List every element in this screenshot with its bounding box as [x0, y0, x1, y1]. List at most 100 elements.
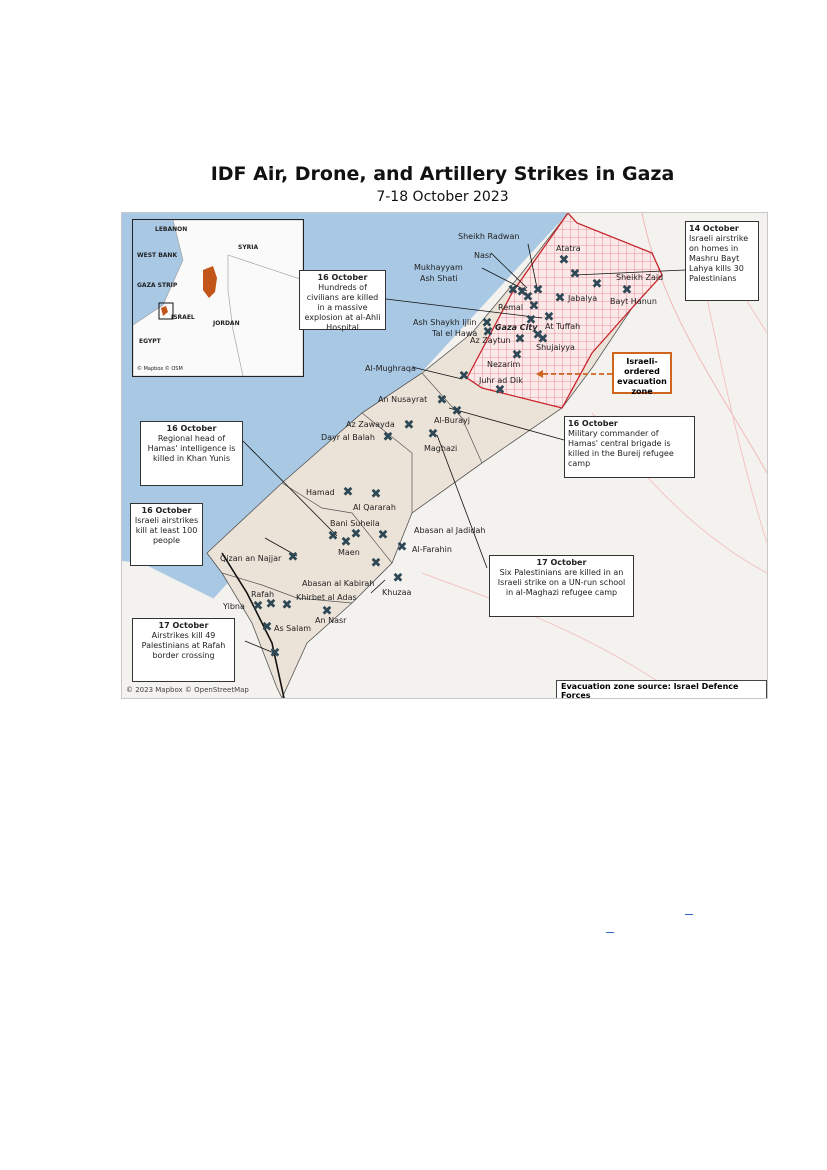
- place-label: Jabalya: [568, 294, 598, 303]
- strike-x-icon[interactable]: ✖: [532, 283, 544, 298]
- strike-x-icon[interactable]: ✖: [370, 556, 382, 571]
- place-label: Sheikh Radwan: [458, 232, 520, 241]
- strike-x-icon[interactable]: ✖: [436, 393, 448, 408]
- leader-lines: [242, 243, 686, 654]
- place-label: Mukhayyam: [414, 263, 463, 272]
- strike-x-icon[interactable]: ✖: [265, 597, 277, 612]
- callout-oct16-bureij: 16 October Military commander of Hamas' …: [564, 416, 695, 478]
- strike-x-icon[interactable]: ✖: [327, 529, 339, 544]
- inset-label-west-bank: WEST BANK: [137, 252, 178, 259]
- footnote-link[interactable]: [606, 932, 614, 933]
- place-label: Shujaiyya: [536, 343, 575, 352]
- strike-x-icon[interactable]: ✖: [528, 299, 540, 314]
- place-label-gaza-city: Gaza City: [495, 323, 538, 332]
- place-label: Atatra: [556, 244, 581, 253]
- strike-x-icon[interactable]: ✖: [481, 316, 493, 331]
- place-label: Bani Suheila: [330, 519, 380, 528]
- place-label: Bayt Hanun: [610, 297, 657, 306]
- callout-oct16-ahli: 16 October Hundreds of civilians are kil…: [299, 270, 386, 332]
- place-label: Khirbet al Adas: [296, 593, 357, 602]
- strike-x-icon[interactable]: ✖: [281, 598, 293, 613]
- strike-x-icon[interactable]: ✖: [554, 291, 566, 306]
- strike-x-icon[interactable]: ✖: [621, 283, 633, 298]
- place-label: Qizan an Najjar: [220, 554, 282, 563]
- strike-x-icon[interactable]: ✖: [569, 267, 581, 282]
- callout-text: Regional head of Hamas' intelligence is …: [147, 434, 236, 463]
- place-label: Abasan al Jadidah: [414, 526, 486, 535]
- callout-text: Six Palestinians are killed in an Israel…: [497, 568, 626, 597]
- strike-x-icon[interactable]: ✖: [350, 527, 362, 542]
- governorate-boundary: [221, 572, 353, 604]
- strike-x-icon[interactable]: ✖: [537, 332, 549, 347]
- place-label: Remal: [498, 303, 524, 312]
- callout-oct14: 14 October Israeli airstrike on homes in…: [685, 221, 759, 301]
- map-subtitle: 7-18 October 2023: [376, 189, 509, 205]
- strike-x-icon[interactable]: ✖: [370, 487, 382, 502]
- inset-base: [133, 220, 303, 376]
- egypt-border: [221, 552, 285, 698]
- place-label: Rafah: [251, 590, 275, 599]
- map-source: Evacuation zone source: Israel Defence F…: [556, 680, 767, 698]
- road: [641, 213, 767, 474]
- place-label: Khuzaa: [382, 588, 412, 597]
- strike-x-icon[interactable]: ✖: [514, 332, 526, 347]
- place-label: Juhr ad Dik: [479, 376, 523, 385]
- strike-x-icon[interactable]: ✖: [321, 604, 333, 619]
- strike-x-icon[interactable]: ✖: [511, 348, 523, 363]
- inset-credit: © Mapbox © OSM: [137, 366, 183, 372]
- strike-x-icon[interactable]: ✖: [403, 418, 415, 433]
- place-label: Nezarim: [487, 360, 521, 369]
- strike-x-icon[interactable]: ✖: [507, 283, 519, 298]
- callout-oct16-intel: 16 October Regional head of Hamas' intel…: [140, 421, 243, 486]
- strike-x-icon[interactable]: ✖: [396, 540, 408, 555]
- strike-x-icon[interactable]: ✖: [532, 328, 544, 343]
- strike-x-icon[interactable]: ✖: [382, 430, 394, 445]
- strike-x-icon[interactable]: ✖: [522, 290, 534, 305]
- strike-x-icon[interactable]: ✖: [427, 427, 439, 442]
- strike-x-icon[interactable]: ✖: [591, 277, 603, 292]
- place-label: Maen: [338, 548, 360, 557]
- callout-text: Israeli airstrikes kill at least 100 peo…: [134, 516, 199, 545]
- strike-x-icon[interactable]: ✖: [342, 485, 354, 500]
- place-label: Yibna: [223, 602, 245, 611]
- callout-text: Military commander of Hamas' central bri…: [568, 429, 674, 468]
- place-label: Az Zaytun: [470, 336, 511, 345]
- place-label: An Nasr: [315, 616, 347, 625]
- strike-x-icon[interactable]: ✖: [261, 620, 273, 635]
- strike-x-icon[interactable]: ✖: [392, 571, 404, 586]
- strike-x-icon[interactable]: ✖: [558, 253, 570, 268]
- callout-oct16-strikes: 16 October Israeli airstrikes kill at le…: [130, 503, 203, 566]
- road: [701, 272, 767, 544]
- strike-x-icon[interactable]: ✖: [516, 285, 528, 300]
- strike-x-icon[interactable]: ✖: [287, 550, 299, 565]
- callout-oct17-school: 17 October Six Palestinians are killed i…: [489, 555, 634, 617]
- road: [421, 572, 683, 698]
- strike-x-icon[interactable]: ✖: [525, 313, 537, 328]
- strike-x-icon[interactable]: ✖: [543, 310, 555, 325]
- strike-x-icon[interactable]: ✖: [494, 383, 506, 398]
- strike-x-icon[interactable]: ✖: [252, 599, 264, 614]
- callout-date: 16 October: [568, 419, 618, 428]
- inset-map: LEBANON SYRIA WEST BANK GAZA STRIP ISRAE…: [132, 219, 304, 377]
- strike-x-icon[interactable]: ✖: [269, 646, 281, 661]
- inset-label-jordan: JORDAN: [213, 320, 240, 327]
- inset-label-lebanon: LEBANON: [155, 226, 188, 233]
- callout-date: 14 October: [689, 224, 739, 233]
- callout-oct17-rafah: 17 October Airstrikes kill 49 Palestinia…: [132, 618, 235, 682]
- evacuation-zone-label: Israeli-ordered evacuation zone: [612, 352, 672, 396]
- strike-x-icon[interactable]: ✖: [482, 325, 494, 340]
- strike-x-icon[interactable]: ✖: [340, 535, 352, 550]
- place-label: As Salam: [274, 624, 312, 633]
- place-label: Az Zawayda: [346, 420, 395, 429]
- governorate-boundary: [421, 372, 483, 464]
- gaza-strikes-map[interactable]: LEBANON SYRIA WEST BANK GAZA STRIP ISRAE…: [121, 212, 768, 699]
- strike-x-icon[interactable]: ✖: [451, 404, 463, 419]
- strike-x-icon[interactable]: ✖: [458, 369, 470, 384]
- footnote-link[interactable]: [685, 914, 693, 915]
- strike-x-icon[interactable]: ✖: [377, 528, 389, 543]
- governorate-boundary: [361, 412, 413, 513]
- evacuation-zone: [466, 213, 663, 409]
- inset-label-egypt: EGYPT: [139, 338, 161, 345]
- place-label: Al-Mughraqa: [365, 364, 416, 373]
- place-label: Nasr: [474, 251, 493, 260]
